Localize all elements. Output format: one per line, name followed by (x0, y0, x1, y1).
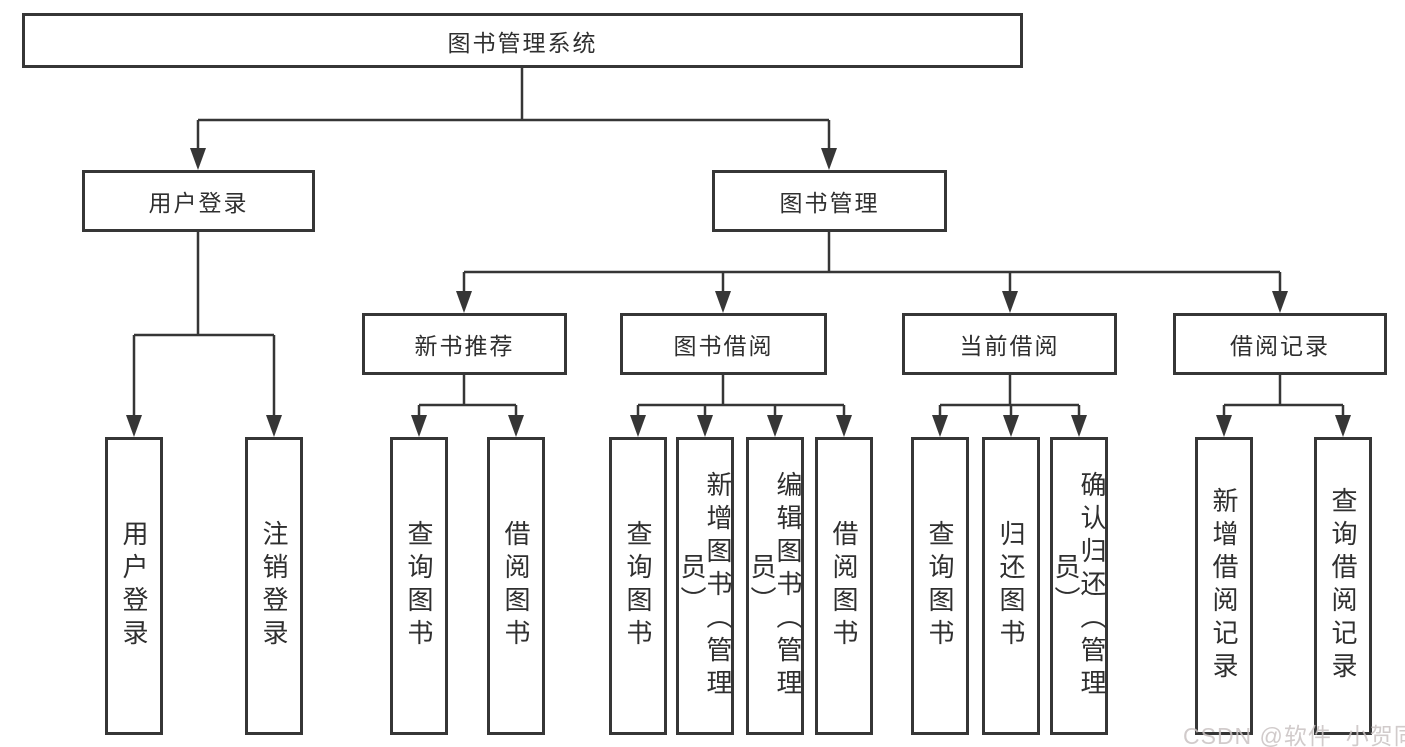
leaf-borrow-query-books: 查询图书 (609, 437, 667, 735)
arrow-down-icon (697, 415, 713, 437)
node-current-borrow: 当前借阅 (902, 313, 1117, 375)
arrow-down-icon (767, 415, 783, 437)
node-new-book-recommend: 新书推荐 (362, 313, 567, 375)
leaf-current-return-books: 归还图书 (982, 437, 1040, 735)
leaf-borrow-add-books-admin: 新增图书（管理员） (676, 437, 734, 735)
node-user-login: 用户登录 (82, 170, 315, 232)
arrow-down-icon (1003, 415, 1019, 437)
node-borrow-records: 借阅记录 (1173, 313, 1387, 375)
leaf-records-query-record: 查询借阅记录 (1314, 437, 1372, 735)
arrow-down-icon (1216, 415, 1232, 437)
arrow-down-icon (411, 415, 427, 437)
arrow-down-icon (508, 415, 524, 437)
arrow-down-icon (1002, 291, 1018, 313)
csdn-watermark: CSDN @软件_小贺同学 (1183, 723, 1405, 747)
arrow-down-icon (1272, 291, 1288, 313)
arrow-down-icon (126, 415, 142, 437)
arrow-down-icon (821, 148, 837, 170)
leaf-newbook-query-books: 查询图书 (390, 437, 448, 735)
arrow-down-icon (836, 415, 852, 437)
leaf-records-add-record: 新增借阅记录 (1195, 437, 1253, 735)
arrow-down-icon (715, 291, 731, 313)
arrow-down-icon (1335, 415, 1351, 437)
arrow-down-icon (630, 415, 646, 437)
leaf-logout: 注销登录 (245, 437, 303, 735)
arrow-down-icon (1071, 415, 1087, 437)
arrowheads (126, 148, 1351, 437)
leaf-borrow-edit-books-admin: 编辑图书（管理员） (746, 437, 804, 735)
leaf-user-login: 用户登录 (105, 437, 163, 735)
arrow-down-icon (932, 415, 948, 437)
root-node-library-system: 图书管理系统 (22, 13, 1023, 68)
leaf-current-query-books: 查询图书 (911, 437, 969, 735)
leaf-newbook-borrow-books: 借阅图书 (487, 437, 545, 735)
leaf-borrow-borrow-books: 借阅图书 (815, 437, 873, 735)
arrow-down-icon (266, 415, 282, 437)
arrow-down-icon (456, 291, 472, 313)
arrow-down-icon (190, 148, 206, 170)
leaf-current-confirm-return-admin: 确认归还（管理员） (1050, 437, 1108, 735)
node-book-borrow: 图书借阅 (620, 313, 827, 375)
node-book-management: 图书管理 (712, 170, 947, 232)
